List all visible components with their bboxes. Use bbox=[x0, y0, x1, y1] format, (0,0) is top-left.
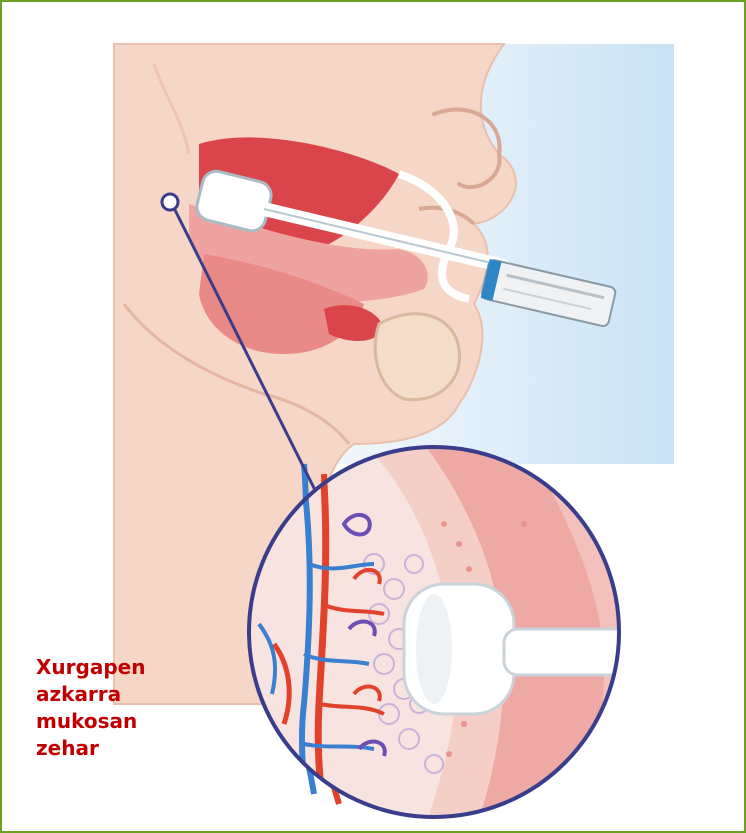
pointer-marker bbox=[162, 194, 178, 210]
chin bbox=[375, 314, 459, 400]
magnifier-circle bbox=[249, 444, 684, 833]
caption-line: zehar bbox=[36, 735, 145, 762]
caption-line: azkarra bbox=[36, 681, 145, 708]
caption-line: mukosan bbox=[36, 708, 145, 735]
caption-text: Xurgapen azkarra mukosan zehar bbox=[36, 654, 145, 762]
caption-line: Xurgapen bbox=[36, 654, 145, 681]
